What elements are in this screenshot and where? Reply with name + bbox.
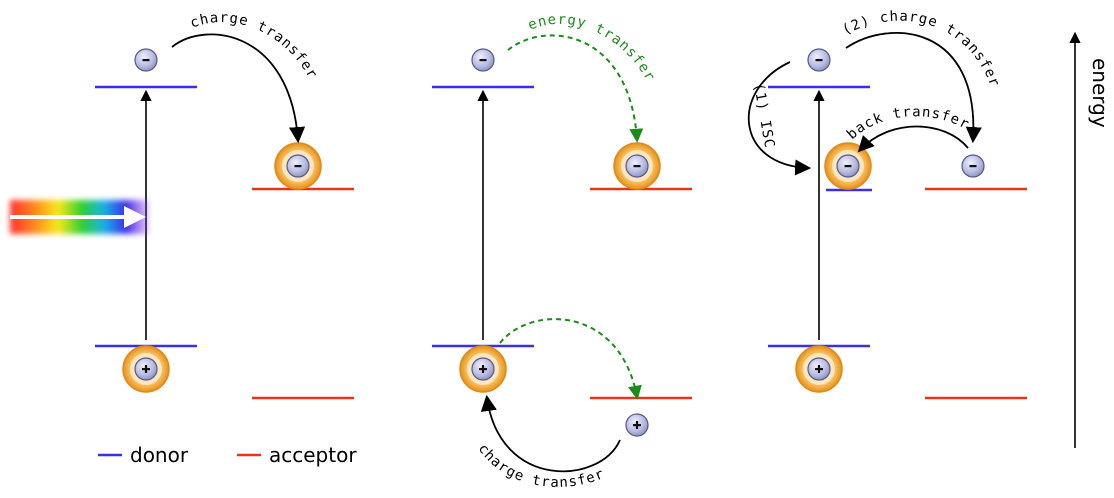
- triplet-electron-icon: [836, 154, 860, 178]
- back-transfer-label: back transfer: [844, 104, 972, 143]
- charge-transfer-label: charge transfer: [188, 10, 321, 82]
- legend-donor-label: donor: [130, 443, 189, 467]
- charge-transfer-arrow-lower: [480, 394, 621, 473]
- acceptor-electron-icon: [286, 154, 310, 178]
- energy-transfer-label: energy transfer: [526, 12, 658, 85]
- hole-icon: [807, 357, 831, 381]
- acceptor-electron-icon: [961, 154, 985, 178]
- acceptor-hole-icon: [625, 413, 649, 437]
- panel-1: charge transfer donor acceptor: [10, 10, 357, 467]
- legend: donor acceptor: [98, 443, 357, 467]
- energy-transfer-arrow-lower: [499, 318, 642, 400]
- charge-transfer-lower-label: charge transfer: [475, 441, 607, 491]
- energy-axis: energy: [1069, 31, 1112, 448]
- charge-transfer-arrow: [171, 33, 306, 144]
- acceptor-electron-icon: [625, 154, 649, 178]
- panel-2: energy transfer charge transfer: [432, 12, 692, 491]
- panel-3: (1) ISC (2) charge transfer back transfe…: [747, 9, 1027, 400]
- electron-icon: [134, 48, 158, 72]
- hole-icon: [471, 357, 495, 381]
- energy-axis-label: energy: [1088, 58, 1112, 128]
- charge-transfer-2-label: (2) charge transfer: [840, 9, 1003, 90]
- light-beam-arrow: [10, 200, 148, 234]
- electron-icon: [471, 48, 495, 72]
- electron-icon: [807, 48, 831, 72]
- back-transfer-arrow: [857, 125, 969, 153]
- energy-transfer-arrow-upper: [507, 34, 644, 143]
- legend-acceptor-label: acceptor: [269, 443, 357, 467]
- charge-transfer-2-arrow: [845, 32, 982, 144]
- isc-arrow: [747, 61, 812, 176]
- hole-icon: [134, 357, 158, 381]
